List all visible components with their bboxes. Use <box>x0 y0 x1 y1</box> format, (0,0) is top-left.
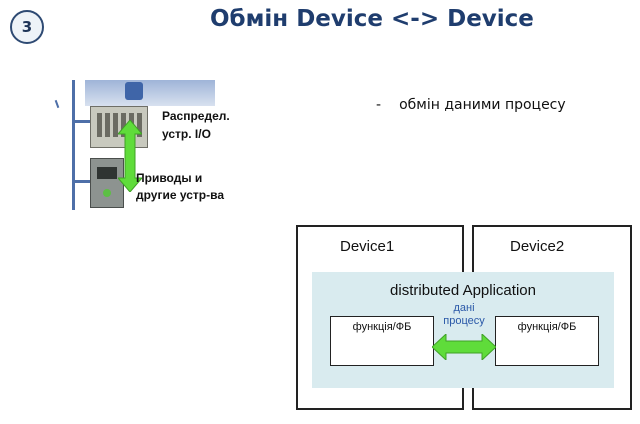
device1-title: Device1 <box>340 238 395 255</box>
io-label-line2: устр. I/O <box>162 127 211 141</box>
bullet-item: - обмін даними процесу <box>376 97 566 113</box>
vertical-double-arrow-icon <box>118 120 142 192</box>
application-title: distributed Application <box>390 282 536 299</box>
function-block-left: функція/ФБ <box>330 316 434 366</box>
bullet-dash: - <box>376 97 382 113</box>
network-illustration: Распредел. устр. I/O Приводы и другие ус… <box>52 80 262 220</box>
data-label-line1: дані <box>453 302 475 314</box>
io-slot <box>137 113 142 137</box>
drives-label-line1: Приводы и <box>136 171 203 185</box>
io-slot <box>113 113 118 137</box>
function-block-right: функція/ФБ <box>495 316 599 366</box>
data-label: дані процесу <box>432 302 496 328</box>
horizontal-double-arrow-icon <box>432 334 496 360</box>
io-slot <box>105 113 110 137</box>
slide-title: Обмін Device <-> Device <box>210 6 534 32</box>
bus-tick <box>54 99 60 109</box>
device2-title: Device2 <box>510 238 565 255</box>
drive-status-led <box>103 189 111 197</box>
io-slot <box>97 113 102 137</box>
controller-rack-image <box>85 80 215 106</box>
controller-logo-icon <box>125 82 143 100</box>
io-module-image <box>90 106 148 148</box>
io-slot <box>121 113 126 137</box>
bus-line-branch-drive <box>72 180 90 183</box>
io-label-line1: Распредел. <box>162 109 230 123</box>
drive-display <box>97 167 117 179</box>
drives-label-line2: другие устр-ва <box>136 188 224 202</box>
bus-line-vertical <box>72 80 75 210</box>
data-label-line2: процесу <box>443 315 485 327</box>
bus-line-branch-io <box>72 120 90 123</box>
bullet-text: обмін даними процесу <box>399 97 566 113</box>
slide-number-badge: 3 <box>10 10 44 44</box>
